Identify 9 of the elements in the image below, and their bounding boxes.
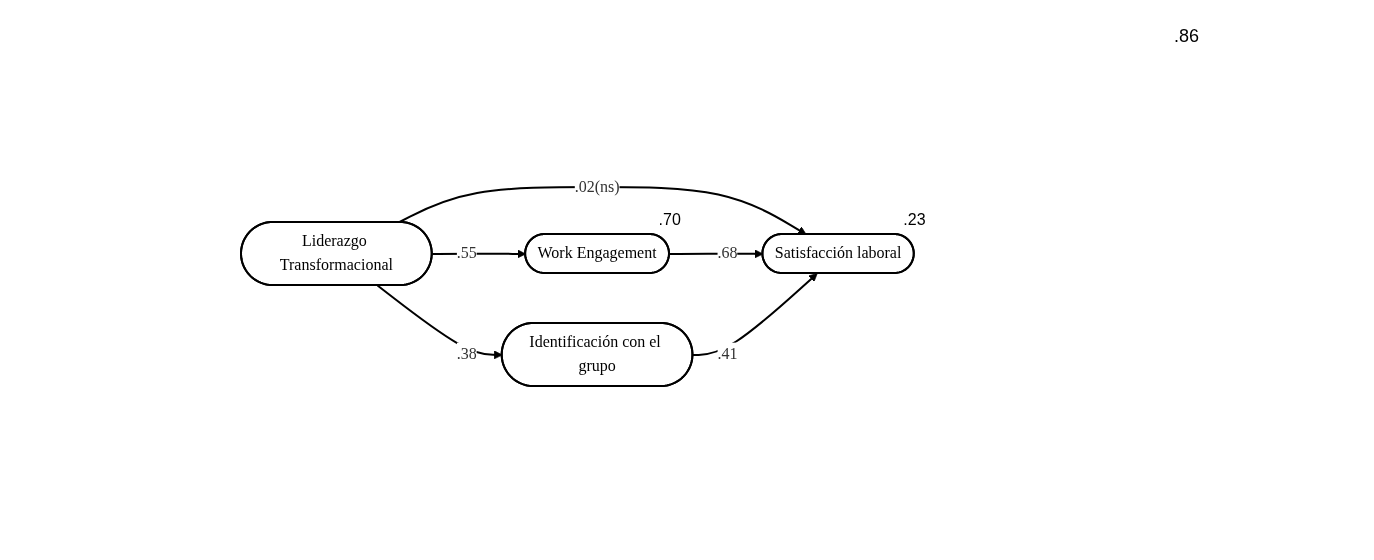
arrow (668, 249, 763, 258)
edge-label: .41 (717, 344, 738, 362)
edge-label: .68 (717, 243, 738, 261)
edge-label: .38 (456, 344, 477, 362)
node-annotation: .23 (903, 211, 926, 230)
coefficient-label: .86 (1174, 26, 1201, 47)
edge-label: .55 (456, 243, 477, 261)
edge-label: .02(ns) (574, 177, 620, 195)
node-annotation: .70 (658, 211, 681, 230)
